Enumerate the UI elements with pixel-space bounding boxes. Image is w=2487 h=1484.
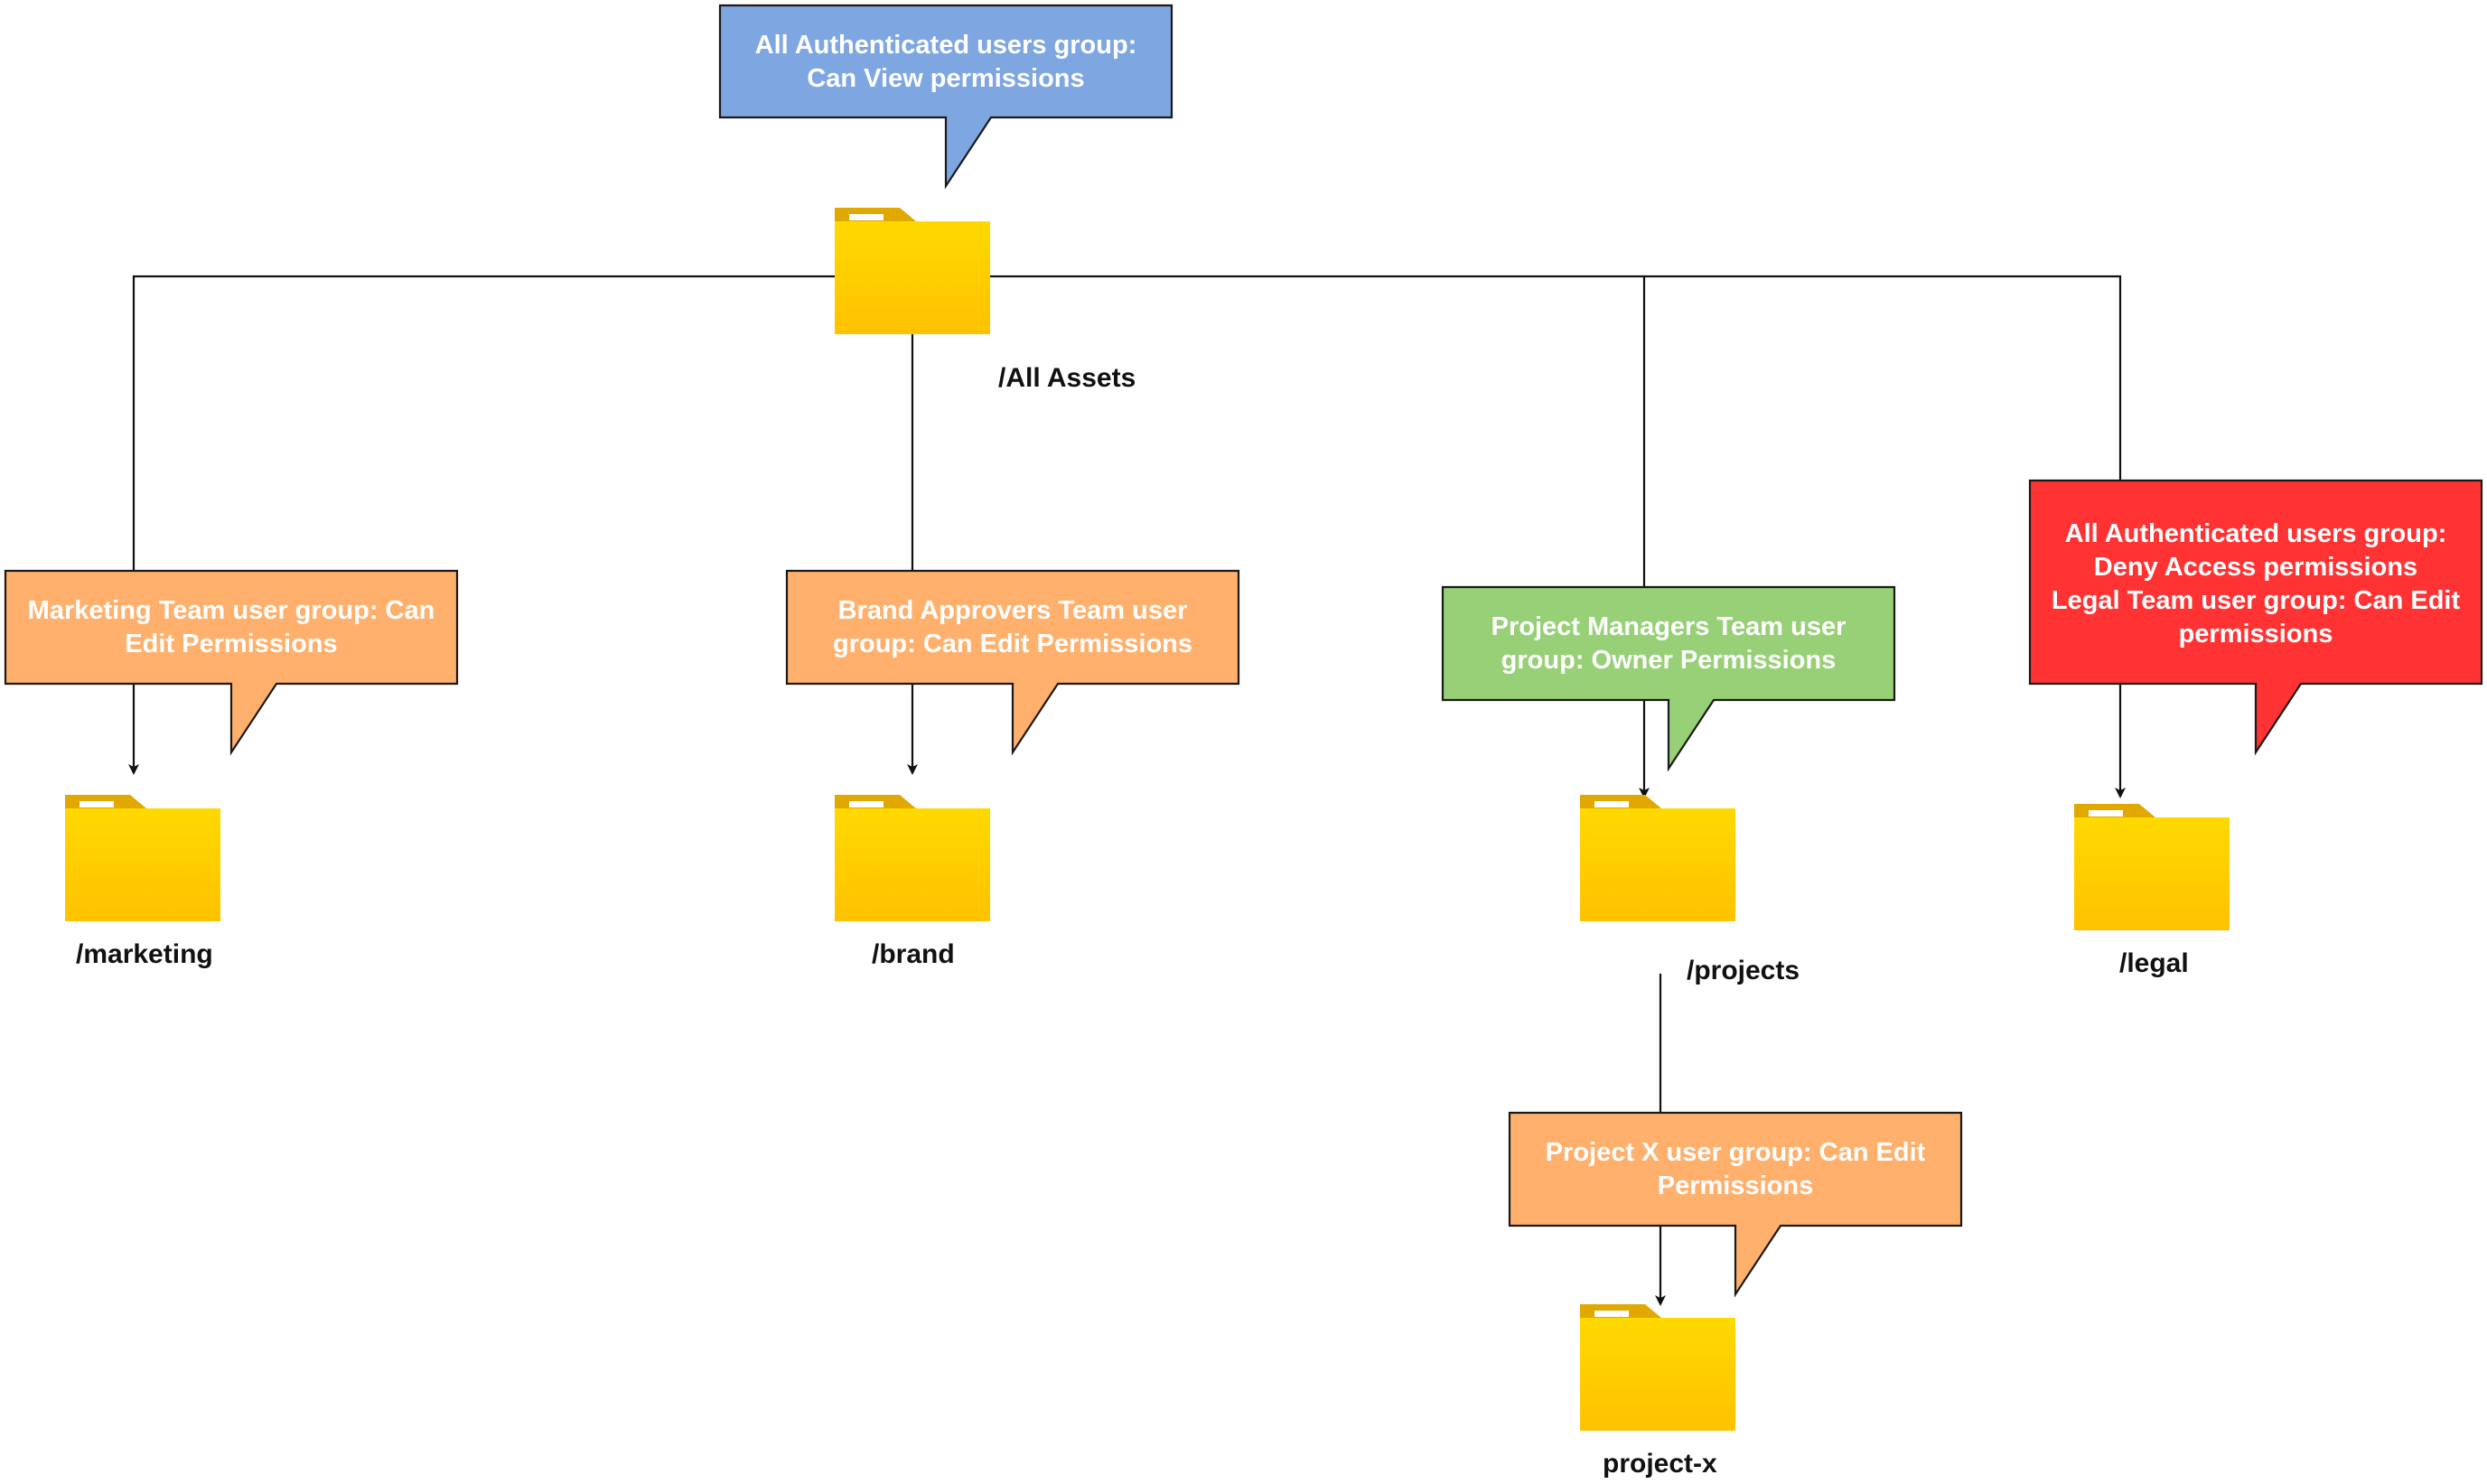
callout-line: group: Owner Permissions [1501, 646, 1837, 675]
folder-label-legal: /legal [2119, 948, 2189, 978]
callout-line: Project Managers Team user [1491, 612, 1847, 641]
folder-label-project-x: project-x [1603, 1449, 1717, 1479]
callout-root-shape [718, 4, 1173, 190]
folder-label-marketing: /marketing [76, 939, 213, 969]
callout-root[interactable]: All Authenticated users group: Can View p… [718, 4, 1173, 190]
callout-line: All Authenticated users group: [755, 31, 1137, 60]
callout-line: permissions [2179, 620, 2333, 649]
callout-line: Deny Access permissions [2094, 553, 2417, 582]
connectors [128, 275, 2126, 1306]
callout-projects-shape [1441, 585, 1896, 772]
callout-line: Permissions [1658, 1171, 1813, 1200]
folder-project-x[interactable] [1580, 1304, 1735, 1431]
folder-icon [1580, 795, 1735, 921]
callout-legal-text: All Authenticated users group: Deny Acces… [2052, 519, 2461, 649]
callout-line: Can View permissions [807, 64, 1084, 93]
folder-root[interactable] [835, 208, 990, 334]
folder-marketing[interactable] [65, 795, 220, 921]
callout-brand-text: Brand Approvers Team user group: Can Edit… [833, 596, 1192, 658]
callout-line: group: Can Edit Permissions [833, 630, 1192, 658]
folder-label-brand: /brand [872, 939, 955, 969]
connector-root-marketing [132, 275, 835, 571]
callout-legal-shape [2028, 479, 2483, 756]
folder-icon [65, 795, 220, 921]
folder-label-root: /All Assets [998, 363, 1136, 393]
callout-root-text: All Authenticated users group: Can View p… [755, 31, 1137, 93]
folder-icon [1580, 1304, 1735, 1431]
folder-icon [835, 795, 990, 921]
connector-root-projects [989, 275, 1646, 587]
folder-legal[interactable] [2074, 804, 2230, 930]
callout-legal[interactable]: All Authenticated users group: Deny Acces… [2028, 479, 2483, 756]
callout-line: Marketing Team user group: Can [28, 596, 435, 625]
connector-root-legal [1644, 275, 2122, 481]
folder-label-projects: /projects [1687, 956, 1800, 985]
callout-line: Project X user group: Can Edit [1546, 1138, 1926, 1167]
folder-projects[interactable] [1580, 795, 1735, 921]
folder-icon [2074, 804, 2230, 930]
callout-marketing-shape [4, 569, 459, 756]
callout-projects[interactable]: Project Managers Team user group: Owner P… [1441, 585, 1896, 772]
callout-line: All Authenticated users group: [2065, 519, 2447, 548]
callout-line: Edit Permissions [125, 630, 337, 658]
callout-brand[interactable]: Brand Approvers Team user group: Can Edit… [785, 569, 1240, 756]
callout-project-x-shape [1508, 1111, 1963, 1298]
folder-icon [835, 208, 990, 334]
callout-line: Legal Team user group: Can Edit [2052, 586, 2461, 615]
callout-brand-shape [785, 569, 1240, 756]
folder-brand[interactable] [835, 795, 990, 921]
callout-projects-text: Project Managers Team user group: Owner P… [1491, 612, 1847, 675]
callout-line: Brand Approvers Team user [838, 596, 1188, 625]
